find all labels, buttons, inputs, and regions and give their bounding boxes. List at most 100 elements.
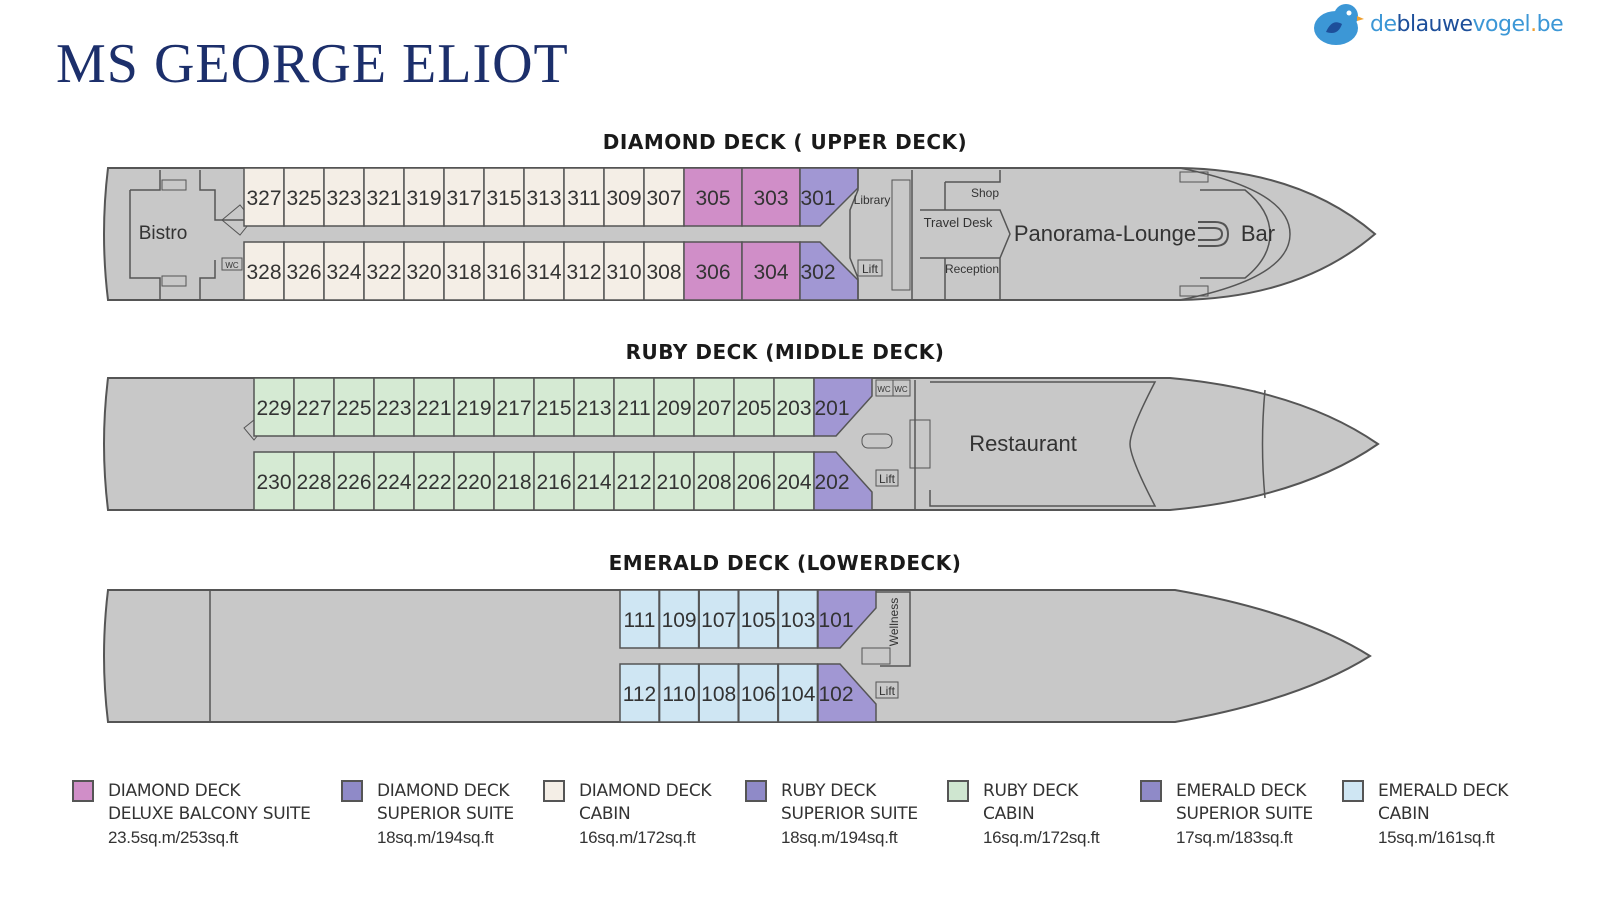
cabin-103[interactable]: 103 xyxy=(777,589,819,649)
cabin-205[interactable]: 205 xyxy=(733,377,775,437)
cabin-315[interactable]: 315 xyxy=(483,167,525,227)
cabin-shape xyxy=(741,167,801,227)
cabin-225[interactable]: 225 xyxy=(333,377,375,437)
cabin-310[interactable]: 310 xyxy=(603,241,645,301)
cabin-323[interactable]: 323 xyxy=(323,167,365,227)
cabin-203[interactable]: 203 xyxy=(773,377,815,437)
cabin-number: 214 xyxy=(576,471,611,494)
cabin-230[interactable]: 230 xyxy=(253,451,295,511)
cabin-number: 213 xyxy=(576,397,611,420)
brand-logo[interactable]: deblauwevogel.be xyxy=(1312,2,1564,46)
cabin-number: 215 xyxy=(536,397,571,420)
cabin-107[interactable]: 107 xyxy=(698,589,739,649)
cabin-209[interactable]: 209 xyxy=(653,377,695,437)
cabin-201[interactable]: 201 xyxy=(813,377,873,437)
cabin-308[interactable]: 308 xyxy=(643,241,685,301)
cabin-226[interactable]: 226 xyxy=(333,451,375,511)
cabin-101[interactable]: 101 xyxy=(817,589,877,649)
cabin-102[interactable]: 102 xyxy=(817,663,877,723)
cabin-214[interactable]: 214 xyxy=(573,451,615,511)
cabin-222[interactable]: 222 xyxy=(413,451,455,511)
cabin-218[interactable]: 218 xyxy=(493,451,535,511)
cabin-312[interactable]: 312 xyxy=(563,241,605,301)
cabin-109[interactable]: 109 xyxy=(658,589,700,649)
cabin-320[interactable]: 320 xyxy=(403,241,445,301)
cabin-shape xyxy=(693,377,735,437)
cabin-221[interactable]: 221 xyxy=(413,377,455,437)
bistro-label: Bistro xyxy=(139,223,188,244)
cabin-206[interactable]: 206 xyxy=(733,451,775,511)
cabin-shape xyxy=(323,167,365,227)
cabin-211[interactable]: 211 xyxy=(613,377,655,437)
cabin-305[interactable]: 305 xyxy=(683,167,743,227)
cabin-302[interactable]: 302 xyxy=(799,241,859,301)
cabin-106[interactable]: 106 xyxy=(738,663,779,723)
wc-label: WC xyxy=(225,261,239,270)
cabin-208[interactable]: 208 xyxy=(693,451,735,511)
diamond-deck-title: DIAMOND DECK ( UPPER DECK) xyxy=(602,130,968,154)
cabin-224[interactable]: 224 xyxy=(373,451,415,511)
cabin-325[interactable]: 325 xyxy=(283,167,325,227)
cabin-227[interactable]: 227 xyxy=(293,377,335,437)
cabin-number: 216 xyxy=(536,471,571,494)
cabin-shape xyxy=(773,377,815,437)
cabin-314[interactable]: 314 xyxy=(523,241,565,301)
cabin-229[interactable]: 229 xyxy=(253,377,295,437)
cabin-216[interactable]: 216 xyxy=(533,451,575,511)
cabin-304[interactable]: 304 xyxy=(741,241,801,301)
panorama-lounge-label: Panorama-Lounge xyxy=(1014,221,1196,246)
cabin-number: 312 xyxy=(566,261,601,284)
cabin-217[interactable]: 217 xyxy=(493,377,535,437)
cabin-324[interactable]: 324 xyxy=(323,241,365,301)
staircase-icon xyxy=(891,179,911,291)
cabin-number: 319 xyxy=(406,187,441,210)
cabin-309[interactable]: 309 xyxy=(603,167,645,227)
cabin-110[interactable]: 110 xyxy=(658,663,700,723)
cabin-shape xyxy=(777,663,819,723)
cabin-321[interactable]: 321 xyxy=(363,167,405,227)
cabin-111[interactable]: 111 xyxy=(619,589,660,649)
cabin-210[interactable]: 210 xyxy=(653,451,695,511)
cabin-317[interactable]: 317 xyxy=(443,167,485,227)
cabin-204[interactable]: 204 xyxy=(773,451,815,511)
cabin-215[interactable]: 215 xyxy=(533,377,575,437)
cabin-219[interactable]: 219 xyxy=(453,377,495,437)
cabin-220[interactable]: 220 xyxy=(453,451,495,511)
cabin-212[interactable]: 212 xyxy=(613,451,655,511)
cabin-number: 222 xyxy=(416,471,451,494)
cabin-shape xyxy=(363,241,405,301)
cabin-311[interactable]: 311 xyxy=(563,167,605,227)
cabin-316[interactable]: 316 xyxy=(483,241,525,301)
cabin-213[interactable]: 213 xyxy=(573,377,615,437)
cabin-313[interactable]: 313 xyxy=(523,167,565,227)
cabin-327[interactable]: 327 xyxy=(243,167,285,227)
cabin-306[interactable]: 306 xyxy=(683,241,743,301)
cabin-shape xyxy=(777,589,819,649)
cabin-108[interactable]: 108 xyxy=(698,663,739,723)
cabin-319[interactable]: 319 xyxy=(403,167,445,227)
cabin-104[interactable]: 104 xyxy=(777,663,819,723)
cabin-202[interactable]: 202 xyxy=(813,451,873,511)
cabin-307[interactable]: 307 xyxy=(643,167,685,227)
cabin-207[interactable]: 207 xyxy=(693,377,735,437)
cabin-301[interactable]: 301 xyxy=(799,167,859,227)
cabin-326[interactable]: 326 xyxy=(283,241,325,301)
cabin-number: 322 xyxy=(366,261,401,284)
cabin-number: 302 xyxy=(800,261,835,284)
cabin-shape xyxy=(643,167,685,227)
cabin-328[interactable]: 328 xyxy=(243,241,285,301)
cabin-322[interactable]: 322 xyxy=(363,241,405,301)
cabin-112[interactable]: 112 xyxy=(619,663,660,723)
cabin-number: 101 xyxy=(818,609,853,632)
cabin-318[interactable]: 318 xyxy=(443,241,485,301)
cabin-105[interactable]: 105 xyxy=(738,589,779,649)
cabin-303[interactable]: 303 xyxy=(741,167,801,227)
cabin-number: 204 xyxy=(776,471,811,494)
cabin-number: 103 xyxy=(780,609,815,632)
cabin-228[interactable]: 228 xyxy=(293,451,335,511)
cabin-223[interactable]: 223 xyxy=(373,377,415,437)
